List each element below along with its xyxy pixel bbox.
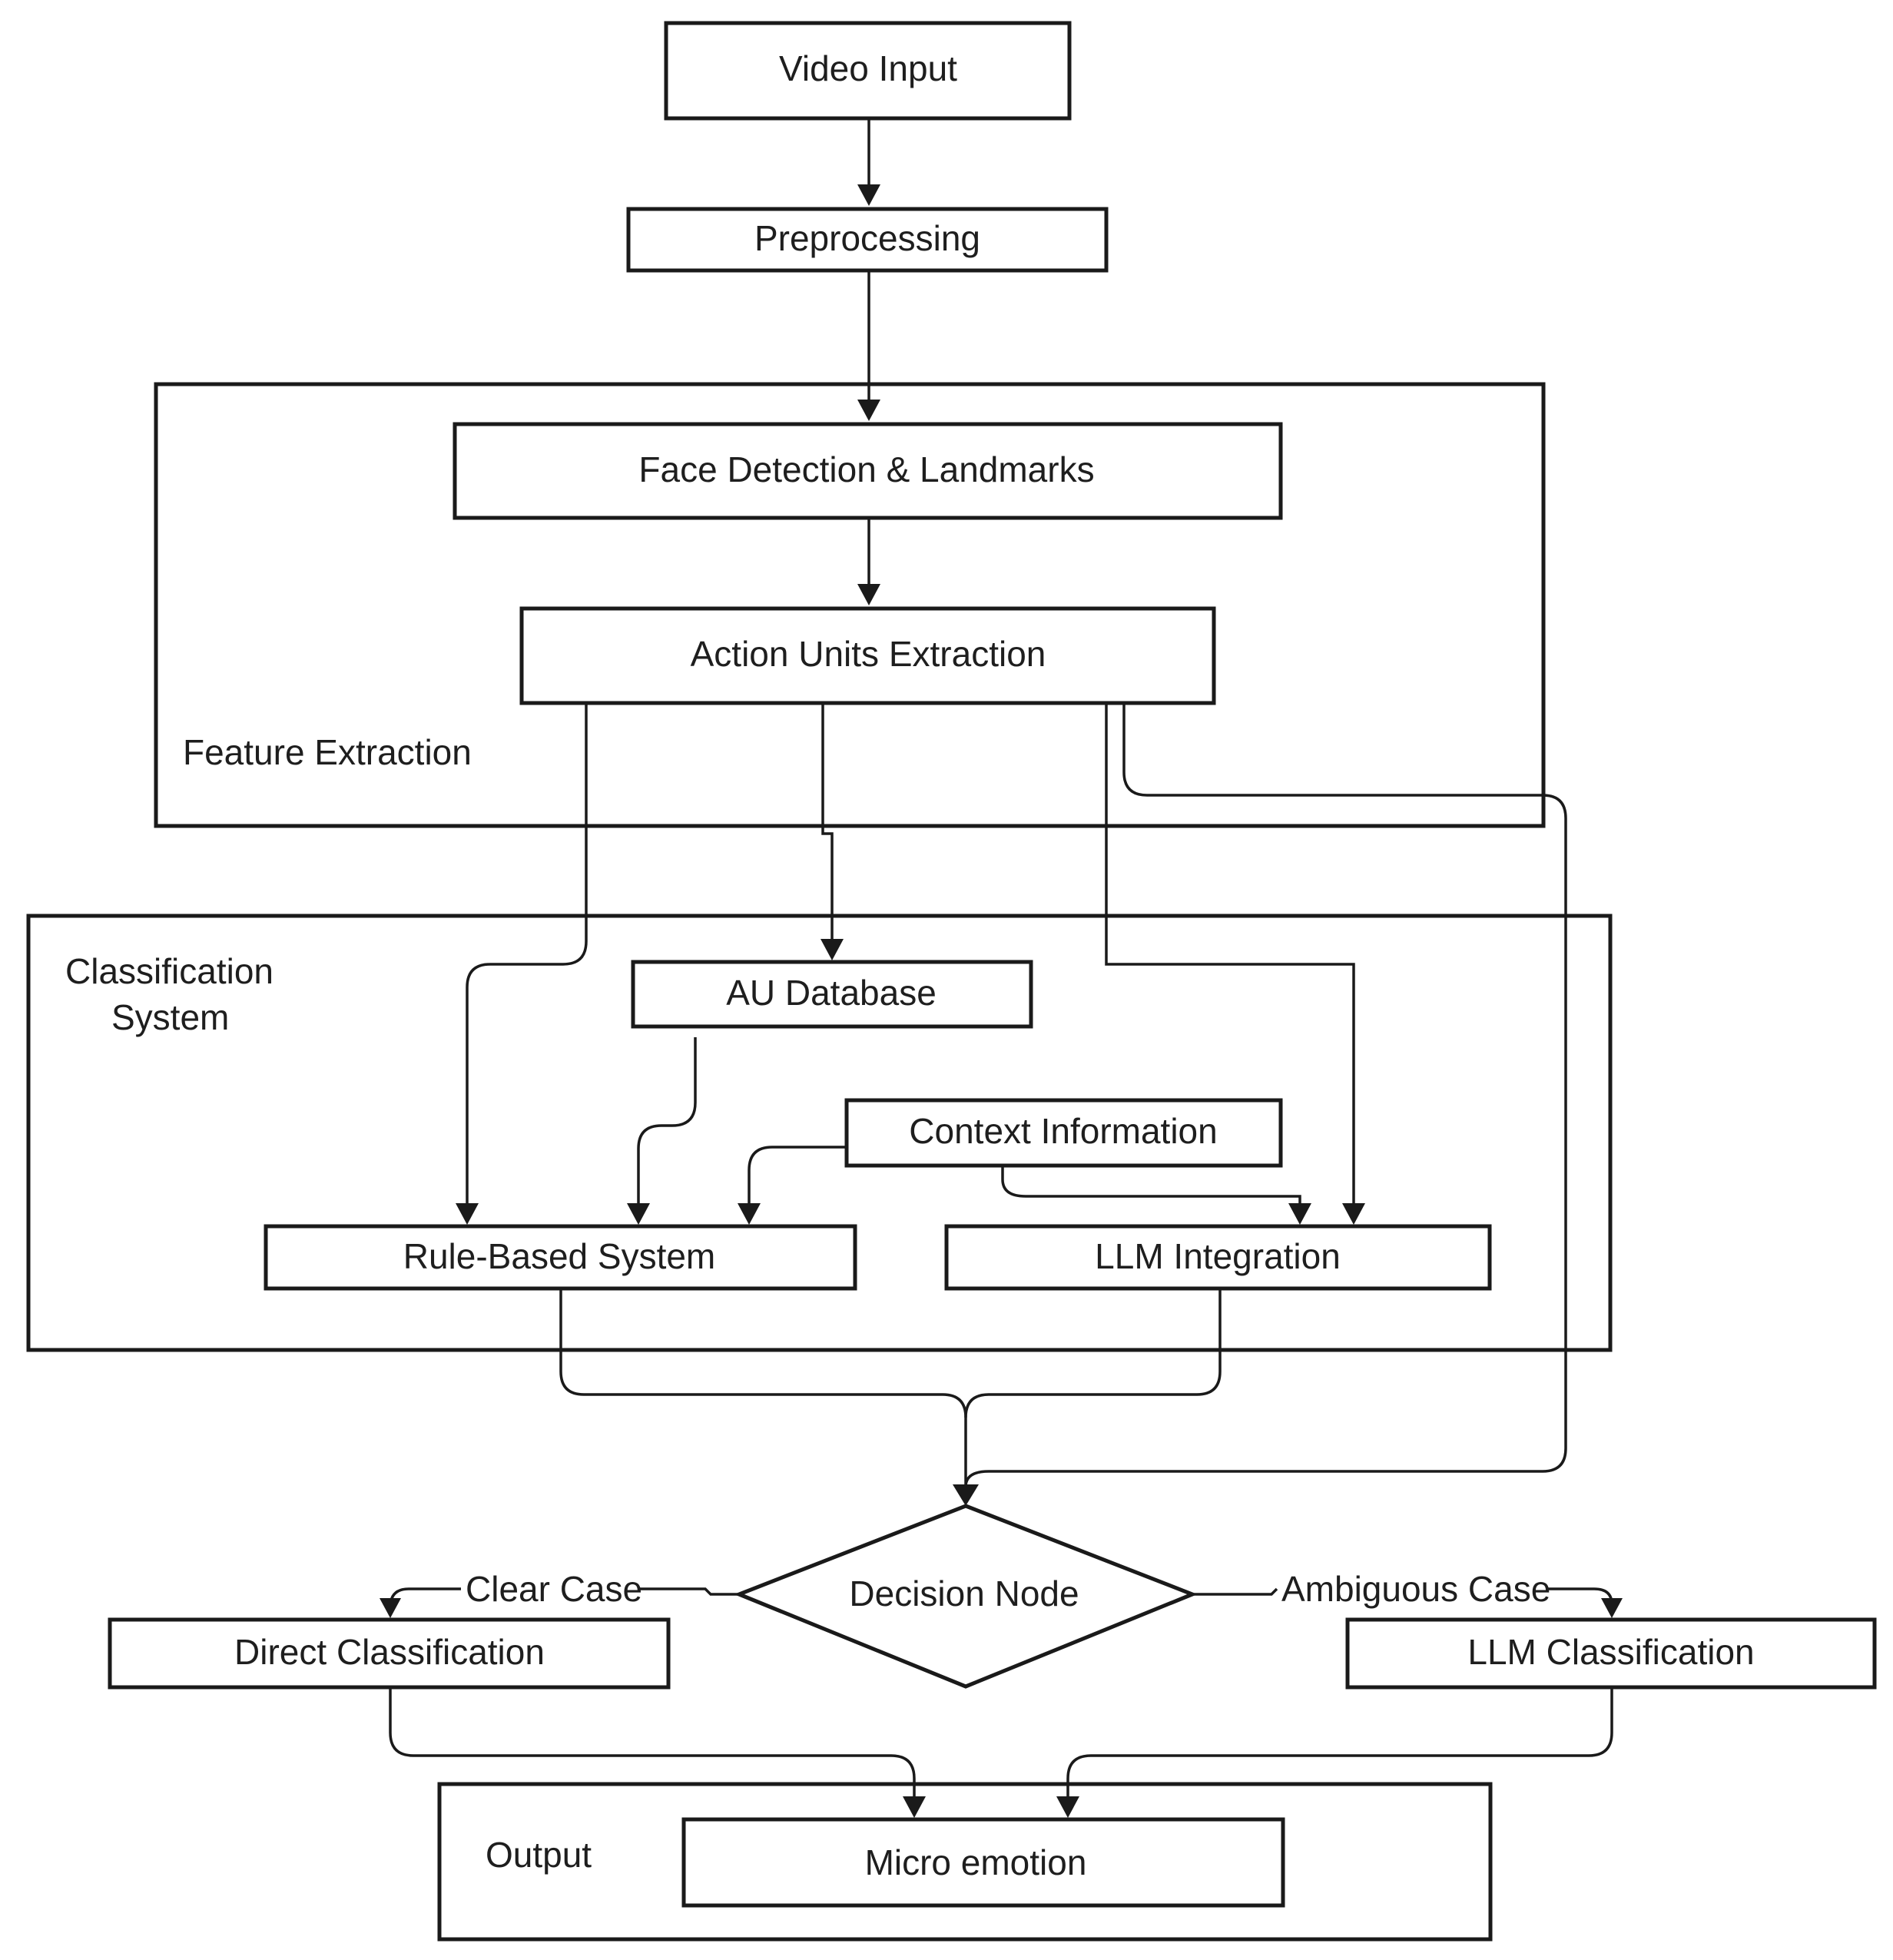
rule-based-label: Rule-Based System — [403, 1236, 716, 1276]
arrowhead — [821, 939, 844, 960]
direct-classification-label: Direct Classification — [234, 1632, 545, 1672]
ambiguous-case-label: Ambiguous Case — [1281, 1569, 1550, 1609]
direct-classification-box — [108, 1617, 671, 1690]
edge-decision-to-llm-classification-right — [1546, 1587, 1613, 1605]
llm-integration-label: LLM Integration — [1095, 1236, 1341, 1276]
arrowhead — [380, 1598, 401, 1618]
video-input-label: Video Input — [779, 48, 957, 88]
arrowhead — [1288, 1203, 1311, 1225]
arrowhead — [857, 584, 880, 605]
face-detection-box — [453, 422, 1283, 520]
micro-emotion-label: Micro emotion — [865, 1842, 1087, 1882]
video-input-box — [664, 21, 1072, 121]
arrowheads — [380, 184, 1623, 1818]
classification-system-label-line2: System — [111, 997, 229, 1037]
context-information-box — [844, 1098, 1283, 1168]
arrowhead — [627, 1203, 650, 1225]
node-llm-classification: LLM Classification — [1345, 1617, 1877, 1690]
arrowhead — [1056, 1796, 1079, 1818]
face-detection-label: Face Detection & Landmarks — [638, 449, 1094, 489]
decision-node-diamond — [734, 1504, 1198, 1689]
clear-case-label: Clear Case — [466, 1569, 642, 1609]
node-decision: Decision Node — [734, 1504, 1198, 1689]
node-direct-classification: Direct Classification — [108, 1617, 671, 1690]
output-group — [437, 1782, 1493, 1942]
rule-based-box — [264, 1224, 857, 1291]
arrowhead — [456, 1203, 479, 1225]
edge-context-to-llm-integration — [1001, 1166, 1301, 1206]
micro-emotion-box — [681, 1817, 1285, 1908]
edge-action-units-to-au-database — [821, 705, 834, 940]
ambiguous-case-label-bg — [1279, 1566, 1544, 1609]
edge-rule-based-to-decision-node — [559, 1289, 967, 1487]
edge-decision-to-direct-classification-right — [639, 1587, 739, 1596]
arrowhead — [1601, 1598, 1623, 1618]
preprocessing-box — [626, 207, 1109, 273]
feature-extraction-group — [154, 382, 1546, 828]
edge-direct-to-micro-emotion — [389, 1689, 916, 1798]
node-rule-based: Rule-Based System — [264, 1224, 857, 1291]
node-micro-emotion: Micro emotion — [681, 1817, 1285, 1908]
edge-llm-classification-to-micro-emotion — [1066, 1689, 1613, 1798]
feature-extraction-label: Feature Extraction — [183, 732, 472, 772]
classification-system-label-line1: Classification — [65, 951, 274, 991]
edge-llm-integration-to-decision-node — [964, 1289, 1222, 1418]
arrowhead — [1342, 1203, 1365, 1225]
node-context-information: Context Information — [844, 1098, 1283, 1168]
au-database-label: AU Database — [726, 973, 937, 1013]
clear-case-label-bg — [462, 1566, 638, 1609]
action-units-box — [519, 606, 1216, 705]
edge-action-units-to-decision-node — [964, 705, 1567, 1487]
output-group-label: Output — [486, 1835, 592, 1875]
node-preprocessing: Preprocessing — [626, 207, 1109, 273]
edge-action-units-to-llm-integration — [1105, 705, 1355, 1206]
edge-action-units-to-rule-based — [466, 705, 588, 1206]
edge-context-to-rule-based — [748, 1146, 847, 1206]
preprocessing-label: Preprocessing — [754, 218, 980, 258]
action-units-label: Action Units Extraction — [691, 634, 1046, 674]
decision-node-label: Decision Node — [849, 1574, 1079, 1613]
arrowhead — [953, 1484, 979, 1506]
arrowhead — [857, 184, 880, 206]
edge-au-database-to-rule-based — [637, 1037, 697, 1206]
llm-classification-box — [1345, 1617, 1877, 1690]
node-action-units: Action Units Extraction — [519, 606, 1216, 705]
edge-decision-to-llm-classification-left — [1192, 1587, 1278, 1596]
arrowhead — [903, 1796, 926, 1818]
edges — [389, 118, 1613, 1798]
context-information-label: Context Information — [909, 1111, 1217, 1151]
node-face-detection: Face Detection & Landmarks — [453, 422, 1283, 520]
au-database-box — [631, 960, 1033, 1029]
arrowhead — [738, 1203, 761, 1225]
node-video-input: Video Input — [664, 21, 1072, 121]
arrowhead — [857, 400, 880, 421]
llm-integration-box — [944, 1224, 1492, 1291]
classification-system-group — [26, 914, 1613, 1352]
node-au-database: AU Database — [631, 960, 1033, 1029]
llm-classification-label: LLM Classification — [1467, 1632, 1754, 1672]
node-llm-integration: LLM Integration — [944, 1224, 1492, 1291]
